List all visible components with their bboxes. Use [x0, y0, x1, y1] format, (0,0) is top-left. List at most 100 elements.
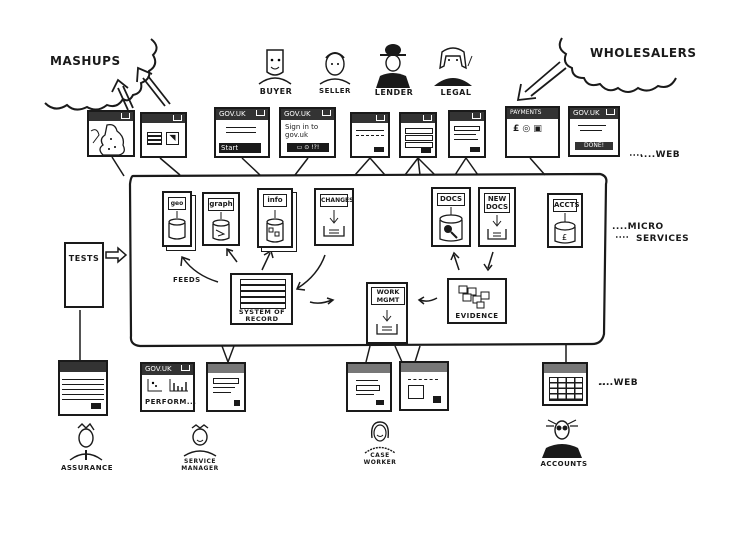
legal-label: LEGAL: [440, 88, 472, 97]
evidence-label: EVIDENCE: [455, 312, 499, 320]
database-icon: [168, 211, 186, 240]
seller-figure: [318, 48, 352, 90]
service-label: geo: [168, 197, 186, 210]
payments-screen[interactable]: PAYMENTS £ ◎ ▣: [505, 106, 560, 158]
buyer-figure: [255, 46, 295, 90]
case-worker-figure: [362, 420, 398, 458]
top-connectors: [111, 156, 546, 177]
service-accts[interactable]: ACCTS £: [547, 193, 583, 248]
payments-title: PAYMENTS: [510, 109, 542, 116]
form-screen-2[interactable]: [399, 112, 437, 158]
form-screen-3[interactable]: [448, 110, 486, 158]
mashups-arrows: [111, 66, 171, 111]
legal-figure: [432, 44, 474, 90]
signin-text: Sign in to gov.uk: [285, 123, 319, 139]
buyer-avatar-icon: [258, 49, 292, 85]
manager-screen[interactable]: [206, 362, 246, 412]
assurance-figure: [68, 422, 104, 466]
service-label: DOCS: [437, 193, 465, 206]
crown-icon: [173, 115, 182, 121]
inbox-icon: [376, 310, 398, 335]
bottom-connectors: [79, 310, 567, 363]
service-info[interactable]: info: [257, 188, 293, 248]
accounts-avatar-icon: [542, 419, 582, 458]
crown-icon: [322, 110, 331, 116]
feeds-label: FEEDS: [173, 276, 201, 284]
crown-icon: [181, 365, 190, 371]
lender-avatar-icon: [376, 44, 410, 88]
done-button[interactable]: DONE!: [575, 142, 613, 150]
submit-button[interactable]: [433, 396, 441, 403]
accounts-figure: [540, 414, 584, 462]
crown-icon: [423, 115, 432, 121]
tests-box[interactable]: TESTS: [64, 242, 104, 308]
crown-icon: [606, 109, 615, 115]
signin-screen[interactable]: GOV.UK Sign in to gov.uk ▭ ⊙ !?!: [279, 107, 336, 158]
crown-icon: [376, 115, 385, 121]
govuk-title: GOV.UK: [573, 109, 600, 117]
database-currency-icon: £: [554, 213, 576, 244]
lender-figure: [374, 42, 412, 92]
wholesalers-cloud: [558, 37, 677, 93]
service-manager-label: SERVICE MANAGER: [181, 458, 219, 472]
case-worker-label: CASE WORKER: [363, 452, 397, 466]
spreadsheet-icon: [549, 377, 583, 401]
seller-label: SELLER: [319, 87, 351, 95]
services-label: SERVICES: [636, 234, 690, 244]
submit-button[interactable]: [470, 147, 480, 152]
dotted-leaders: [600, 154, 642, 385]
rss-icon: ◥: [166, 132, 179, 145]
start-screen[interactable]: GOV.UK Start: [214, 107, 270, 158]
tests-label: TESTS: [68, 254, 100, 263]
submit-button[interactable]: [376, 400, 384, 405]
start-button[interactable]: Start: [219, 143, 261, 153]
form-screen-1[interactable]: [350, 112, 390, 158]
crown-icon: [472, 113, 481, 119]
assurance-screen[interactable]: [58, 360, 108, 416]
buyer-label: BUYER: [259, 87, 293, 96]
govuk-title: GOV.UK: [284, 110, 311, 118]
done-screen[interactable]: GOV.UK DONE!: [568, 106, 620, 157]
payment-method-icons: £ ◎ ▣: [513, 124, 542, 134]
service-manager-avatar-icon: [183, 424, 217, 457]
wholesalers-arrow: [516, 61, 567, 102]
performance-screen[interactable]: GOV.UK PERFORM...: [140, 362, 196, 412]
inbox-icon: [323, 210, 345, 237]
service-docs[interactable]: DOCS: [431, 187, 471, 247]
service-label: info: [263, 194, 287, 207]
system-of-record[interactable]: SYSTEM OF RECORD: [230, 273, 293, 325]
submit-button[interactable]: [234, 400, 240, 406]
map-screen[interactable]: [87, 110, 135, 157]
submit-button[interactable]: [421, 148, 431, 153]
signin-options[interactable]: ▭ ⊙ !?!: [287, 143, 329, 152]
lender-label: LENDER: [374, 88, 414, 97]
uk-map-icon: [90, 123, 125, 156]
service-label: NEW DOCS: [484, 193, 510, 213]
documents-icon: [458, 285, 490, 309]
svg-text:£: £: [562, 233, 567, 242]
microservices-container: [128, 172, 608, 348]
case-worker-avatar-icon: [364, 421, 396, 454]
work-mgmt[interactable]: WORK MGMT: [366, 282, 408, 344]
web-label-bottom: ....WEB: [598, 378, 639, 388]
internal-arrows: [180, 247, 494, 305]
service-label: ACCTS: [553, 199, 580, 212]
submit-button[interactable]: [374, 147, 384, 152]
service-changes[interactable]: CHANGES: [314, 188, 354, 246]
case-screen-2[interactable]: [399, 361, 449, 411]
service-geo[interactable]: geo: [162, 191, 192, 247]
service-new-docs[interactable]: NEW DOCS: [478, 187, 516, 247]
govuk-title: GOV.UK: [145, 365, 172, 373]
service-graph[interactable]: graph: [202, 192, 240, 246]
case-screen-1[interactable]: [346, 362, 392, 412]
crown-icon: [121, 113, 130, 119]
assurance-avatar-icon: [69, 422, 103, 461]
list-icon: [147, 132, 162, 145]
submit-button[interactable]: [91, 403, 101, 409]
feed-screen[interactable]: ◥: [140, 112, 187, 158]
accounts-screen[interactable]: [542, 362, 588, 406]
records-table-icon: [240, 279, 286, 309]
service-label: CHANGES: [320, 194, 353, 207]
evidence[interactable]: EVIDENCE: [447, 278, 507, 324]
web-label-top: ....WEB: [640, 150, 681, 160]
